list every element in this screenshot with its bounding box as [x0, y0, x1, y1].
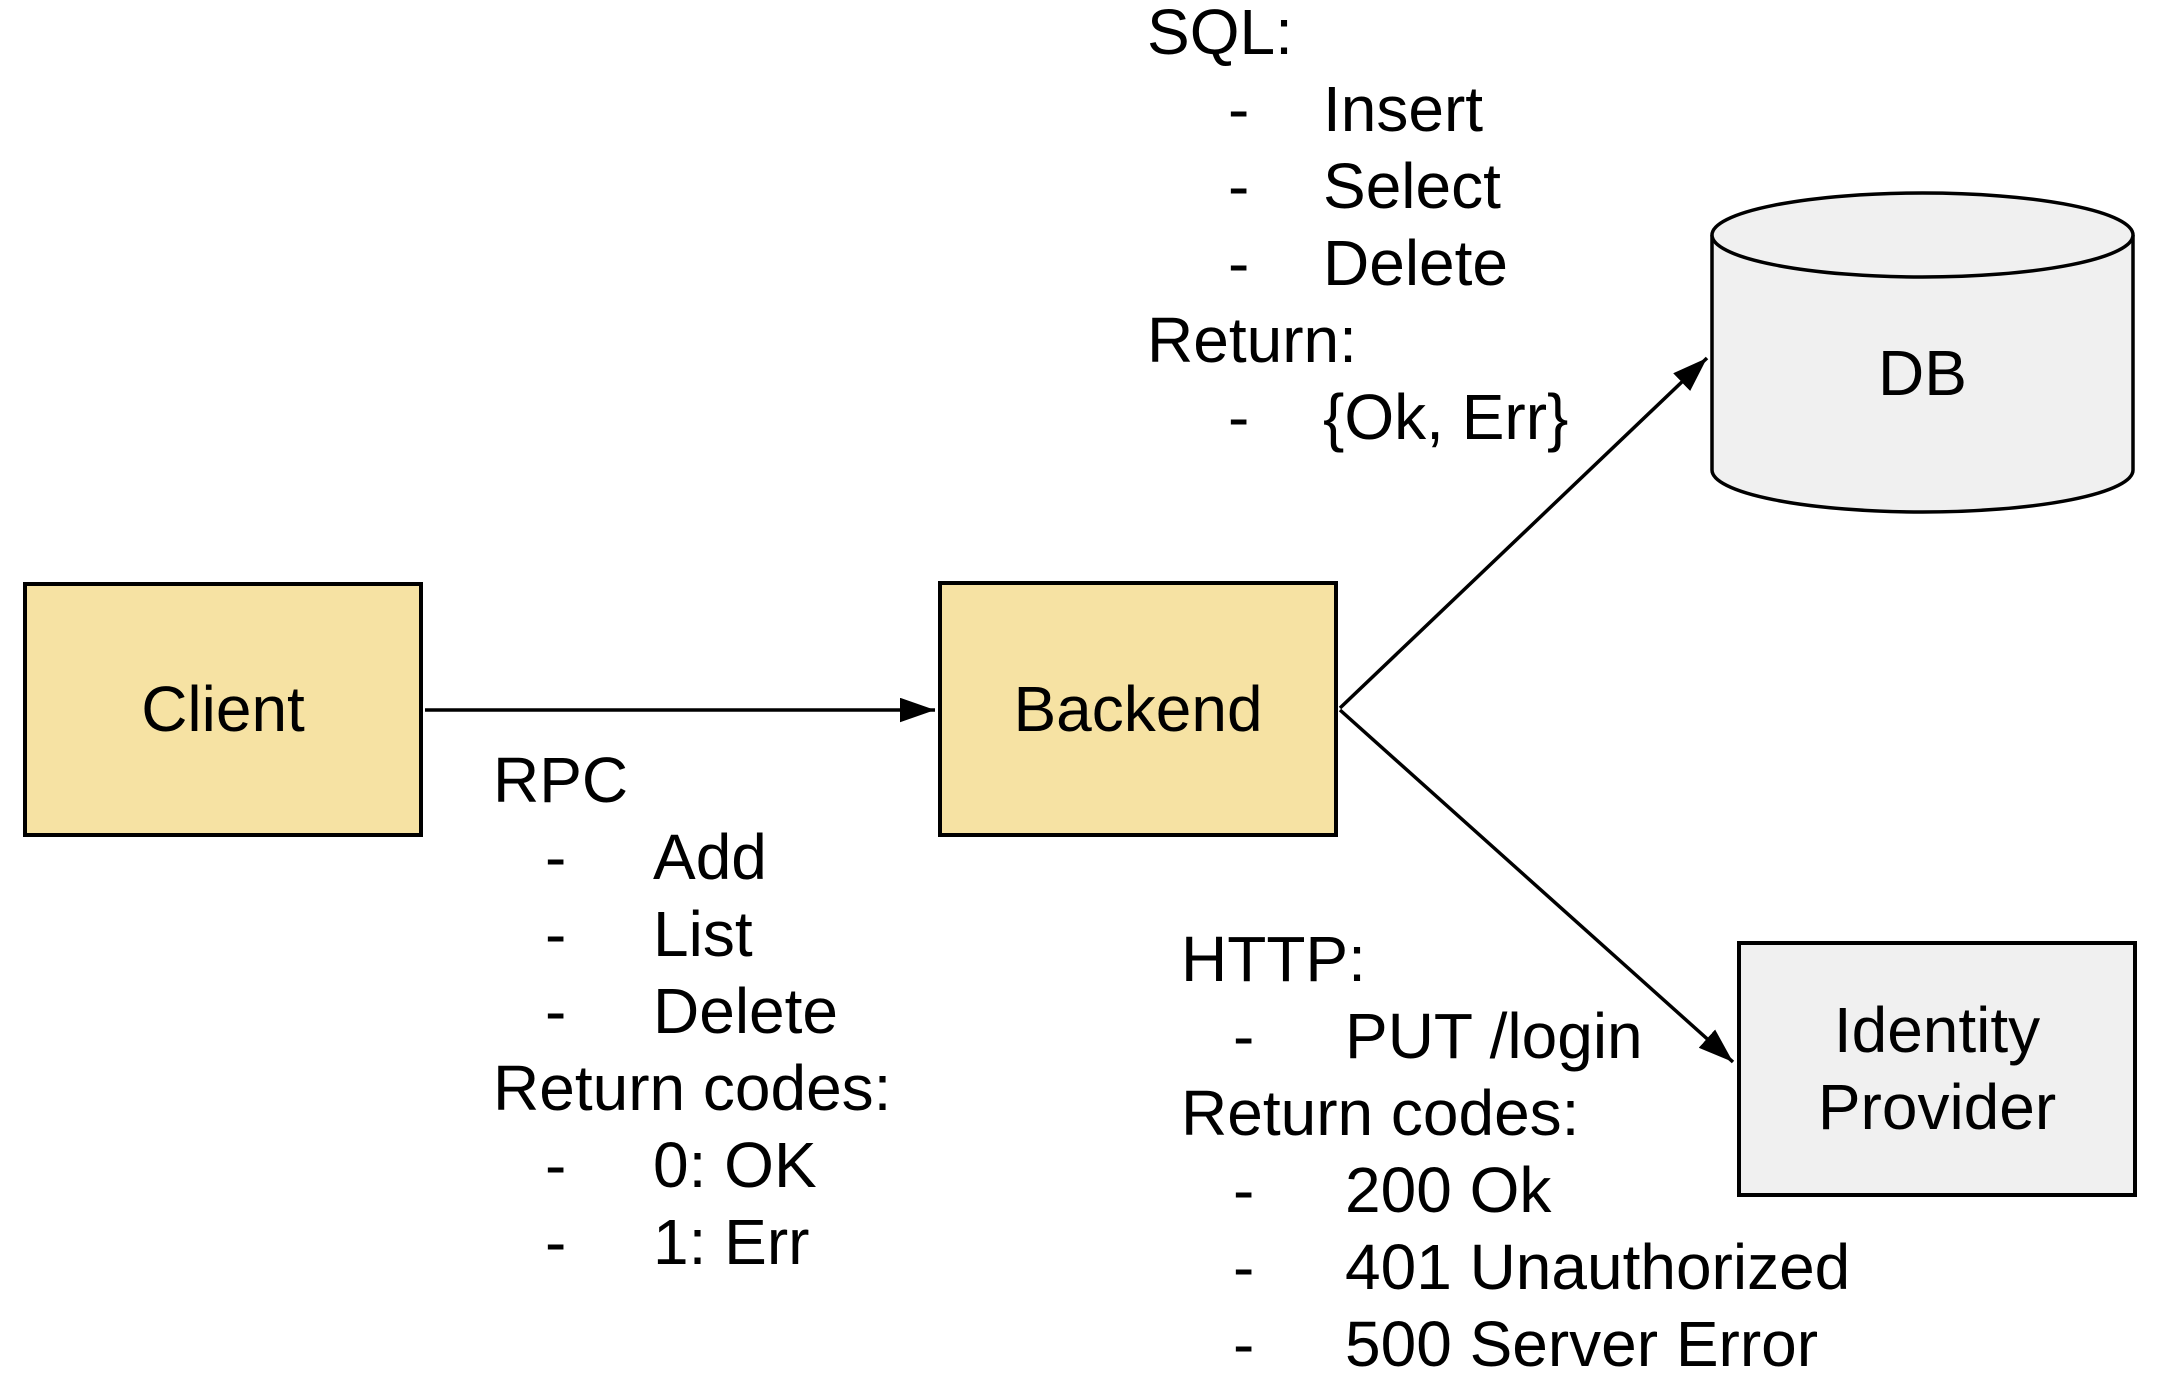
bullet-dash: - [1228, 381, 1250, 453]
note-item: - 1: Err [493, 1204, 891, 1281]
bullet-dash: - [545, 821, 567, 893]
bullet-dash: - [1233, 1000, 1255, 1072]
note-subheading: Return codes: [493, 1052, 892, 1124]
db-cylinder-top [1710, 191, 2135, 279]
note-item: - {Ok, Err} [1147, 379, 1568, 456]
note-subheading: Return: [1147, 304, 1357, 376]
note-heading: HTTP: [1181, 923, 1366, 995]
note-item: - PUT /login [1181, 998, 1850, 1075]
bullet-dash: - [1233, 1154, 1255, 1226]
note-item-text: PUT /login [1345, 1000, 1643, 1072]
backend-node-label: Backend [1013, 672, 1263, 745]
note-item: - List [493, 896, 891, 973]
sql-note: SQL: - Insert - Select - Delete Return: … [1147, 0, 1568, 456]
bullet-dash: - [1228, 73, 1250, 145]
bullet-dash: - [545, 975, 567, 1047]
bullet-dash: - [545, 1129, 567, 1201]
client-node-label: Client [141, 673, 305, 745]
rpc-note: RPC - Add - List - Delete Return codes: … [493, 742, 891, 1281]
bullet-dash: - [1228, 227, 1250, 299]
bullet-dash: - [1228, 150, 1250, 222]
backend-node: Backend [938, 581, 1338, 837]
identity-provider-node-label: Identity Provider [1817, 994, 2057, 1143]
note-item-text: Insert [1323, 73, 1484, 145]
note-item: - 0: OK [493, 1127, 891, 1204]
note-item: - Add [493, 819, 891, 896]
note-item-text: 401 Unauthorized [1345, 1231, 1851, 1303]
note-item-text: 500 Server Error [1345, 1308, 1819, 1380]
note-item: - Delete [1147, 225, 1568, 302]
note-item-text: 1: Err [653, 1206, 810, 1278]
note-item-text: Delete [653, 975, 838, 1047]
note-item: - 401 Unauthorized [1181, 1229, 1850, 1306]
note-heading: RPC [493, 744, 629, 816]
note-heading: SQL: [1147, 0, 1293, 68]
db-cylinder-body [1710, 235, 2135, 514]
note-item-text: List [653, 898, 753, 970]
edge-backend-to-identity-provider [1338, 708, 1735, 1064]
note-item: - 500 Server Error [1181, 1306, 1850, 1383]
http-note: HTTP: - PUT /login Return codes: - 200 O… [1181, 921, 1850, 1383]
note-item: - Insert [1147, 71, 1568, 148]
bullet-dash: - [1233, 1231, 1255, 1303]
db-node-label-wrap: DB [1712, 277, 2133, 470]
note-item: - Delete [493, 973, 891, 1050]
db-cylinder [1710, 191, 2135, 514]
note-item-text: {Ok, Err} [1323, 381, 1569, 453]
bullet-dash: - [1233, 1308, 1255, 1380]
db-node-label: DB [1878, 337, 1967, 409]
note-item: - Select [1147, 148, 1568, 225]
note-item-text: Delete [1323, 227, 1508, 299]
edge-backend-to-db [1338, 356, 1709, 710]
note-item-text: 0: OK [653, 1129, 817, 1201]
note-item-text: Add [653, 821, 767, 893]
client-node: Client [23, 582, 423, 837]
note-item-text: Select [1323, 150, 1501, 222]
note-item: - 200 Ok [1181, 1152, 1850, 1229]
bullet-dash: - [545, 1206, 567, 1278]
bullet-dash: - [545, 898, 567, 970]
identity-provider-node: Identity Provider [1737, 941, 2137, 1197]
note-item-text: 200 Ok [1345, 1154, 1552, 1226]
note-subheading: Return codes: [1181, 1077, 1580, 1149]
